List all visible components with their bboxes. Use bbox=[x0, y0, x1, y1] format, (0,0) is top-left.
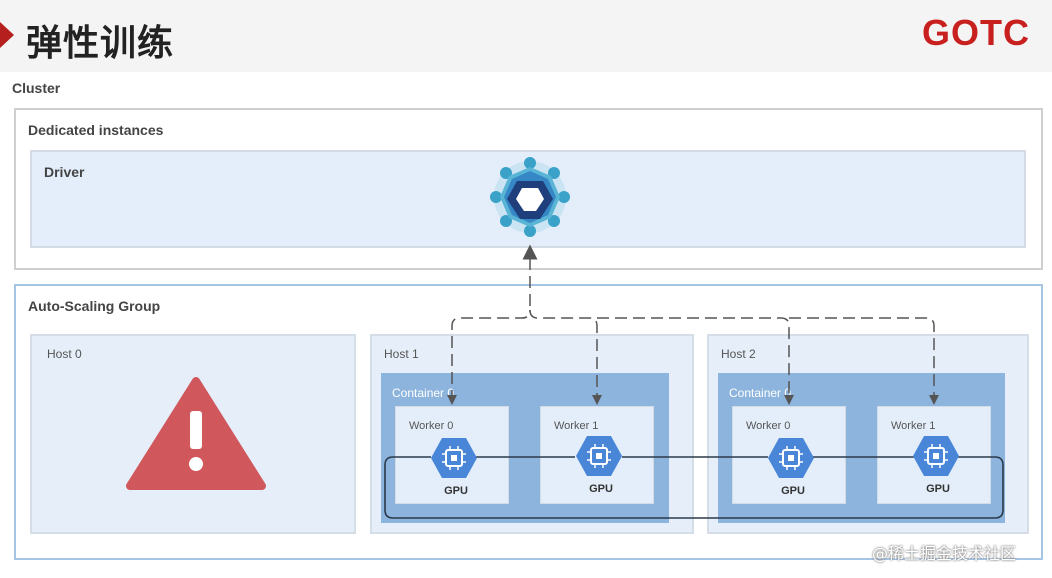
host-1-worker-0-gpu-label: GPU bbox=[444, 485, 468, 497]
watermark: @稀土掘金技术社区 bbox=[872, 544, 1017, 563]
header-marker-icon bbox=[0, 22, 14, 48]
worker-driver-connections bbox=[451, 244, 935, 402]
slide-header bbox=[0, 0, 1052, 72]
host-2-worker-1-label: Worker 1 bbox=[891, 420, 936, 432]
host-1-worker-1-gpu-icon bbox=[575, 435, 623, 477]
host-2-worker-1-gpu-icon bbox=[912, 435, 960, 477]
dedicated-instances-label: Dedicated instances bbox=[28, 122, 164, 138]
slide-title: 弹性训练 bbox=[26, 23, 175, 64]
cluster-label: Cluster bbox=[12, 80, 61, 96]
auto-scaling-group-label: Auto-Scaling Group bbox=[28, 298, 161, 314]
host-0-label: Host 0 bbox=[47, 347, 82, 361]
host-2-worker-1-gpu-label: GPU bbox=[926, 483, 950, 495]
host-2-worker-0-gpu-label: GPU bbox=[781, 485, 805, 497]
host-1-worker-0-gpu-icon bbox=[430, 437, 478, 479]
warning-icon bbox=[126, 377, 266, 490]
host-1-worker-1-gpu-label: GPU bbox=[589, 483, 613, 495]
host-1-label: Host 1 bbox=[384, 347, 419, 361]
gpu-ring-connection bbox=[384, 456, 1004, 519]
host-2-label: Host 2 bbox=[721, 347, 756, 361]
host-2-worker-0-label: Worker 0 bbox=[746, 420, 791, 432]
host-0-box bbox=[30, 334, 356, 534]
host-2-container-label: Container 0 bbox=[729, 386, 792, 400]
host-2-worker-0-gpu-icon bbox=[767, 437, 815, 479]
horovod-logo-icon bbox=[490, 157, 570, 237]
host-1-worker-1-label: Worker 1 bbox=[554, 420, 599, 432]
host-1-worker-0-label: Worker 0 bbox=[409, 420, 454, 432]
host-1-container-label: Container 0 bbox=[392, 386, 455, 400]
gotc-logo: GOTC bbox=[922, 12, 1030, 53]
driver-label: Driver bbox=[44, 164, 85, 180]
